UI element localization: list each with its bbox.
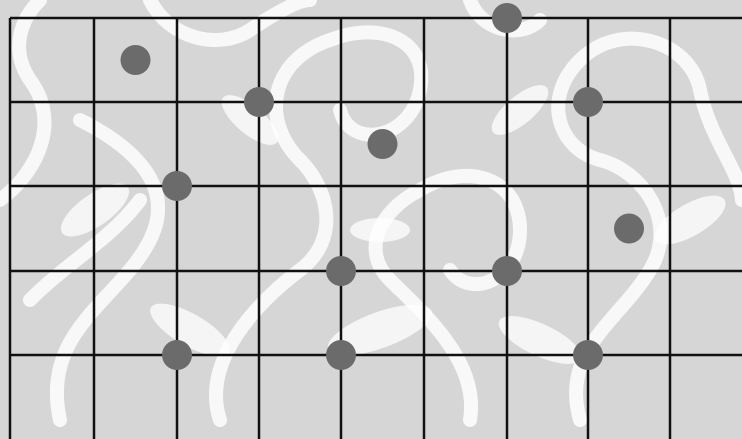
game-piece[interactable] xyxy=(573,87,603,117)
game-piece[interactable] xyxy=(244,87,274,117)
game-piece[interactable] xyxy=(492,3,522,33)
game-piece[interactable] xyxy=(162,340,192,370)
game-piece[interactable] xyxy=(162,171,192,201)
game-piece[interactable] xyxy=(121,45,151,75)
game-piece[interactable] xyxy=(326,256,356,286)
game-piece[interactable] xyxy=(326,340,356,370)
game-piece[interactable] xyxy=(492,256,522,286)
game-piece[interactable] xyxy=(573,340,603,370)
game-piece[interactable] xyxy=(368,129,398,159)
game-piece[interactable] xyxy=(614,214,644,244)
